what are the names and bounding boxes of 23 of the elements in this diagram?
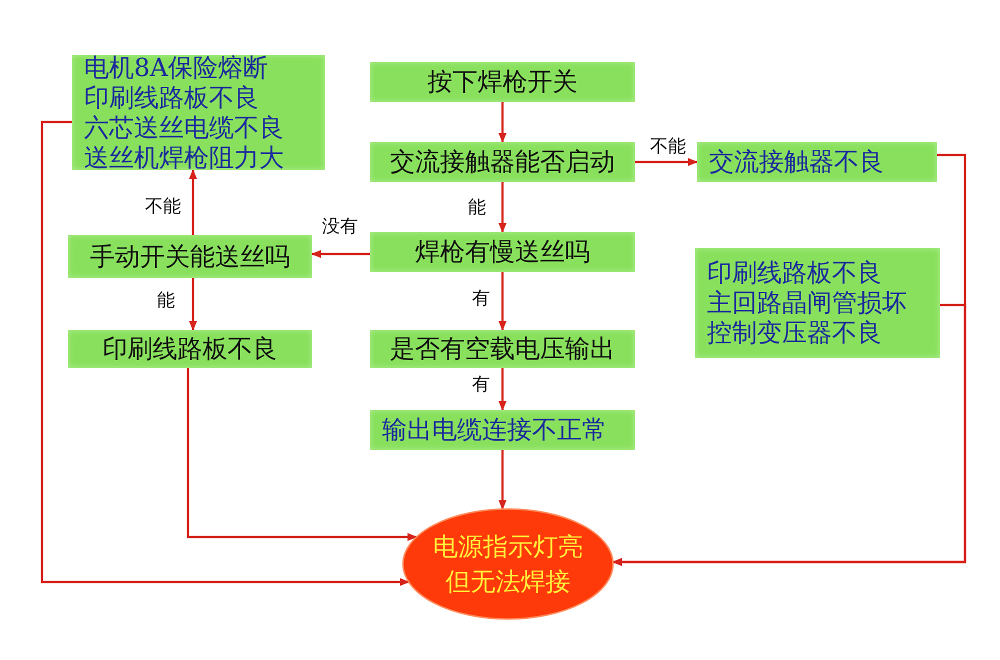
arrow — [189, 169, 197, 235]
process-box: 焊枪有慢送丝吗 — [370, 232, 635, 272]
process-box: 手动开关能送丝吗 — [68, 235, 312, 278]
process-box: 是否有空载电压输出 — [370, 330, 635, 368]
process-box: 输出电缆连接不正常 — [370, 410, 635, 450]
arrow — [311, 250, 370, 258]
arrow — [40, 120, 410, 586]
process-box: 印刷线路板不良主回路晶闸管损坏控制变压器不良 — [695, 248, 940, 358]
arrow — [635, 158, 698, 166]
result-ellipse: 电源指示灯亮但无法焊接 — [402, 508, 614, 620]
arrow — [498, 102, 506, 143]
arrow — [498, 182, 506, 233]
arrow — [612, 304, 966, 566]
process-box: 按下焊枪开关 — [370, 62, 635, 102]
arrow — [498, 368, 506, 411]
process-box: 交流接触器能否启动 — [370, 142, 635, 182]
process-box: 交流接触器不良 — [697, 142, 937, 182]
arrow — [189, 278, 197, 331]
arrow — [498, 450, 506, 510]
process-box: 电机8A保险熔断印刷线路板不良六芯送丝电缆不良送丝机焊枪阻力大 — [72, 55, 325, 170]
process-box: 印刷线路板不良 — [68, 330, 312, 368]
arrow — [186, 368, 418, 541]
arrow — [498, 272, 506, 331]
